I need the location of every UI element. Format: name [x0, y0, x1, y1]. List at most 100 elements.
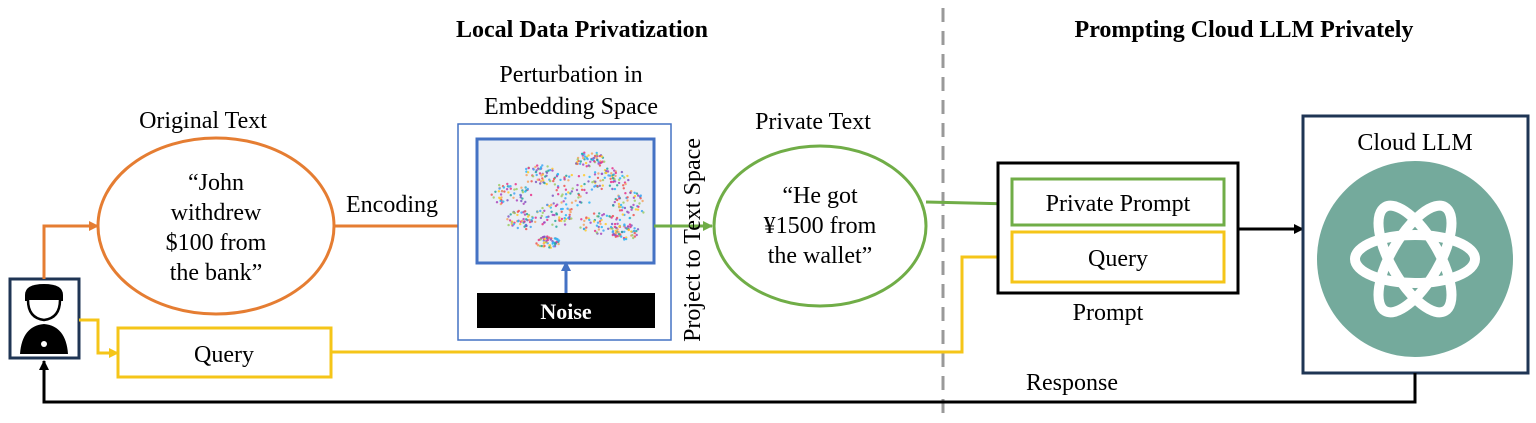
scatter-point	[512, 211, 515, 214]
scatter-point	[534, 165, 537, 169]
scatter-point	[611, 227, 614, 230]
cloud-llm-title: Cloud LLM	[1357, 130, 1472, 156]
scatter-point	[610, 222, 614, 226]
scatter-point	[519, 196, 522, 199]
scatter-point	[633, 231, 636, 235]
scatter-point	[632, 229, 636, 233]
scatter-point	[614, 171, 617, 175]
scatter-point	[613, 187, 617, 191]
scatter-point	[615, 218, 618, 221]
scatter-point	[543, 237, 546, 241]
scatter-point	[623, 230, 626, 233]
scatter-point	[536, 178, 539, 181]
scatter-point	[576, 204, 579, 207]
scatter-point	[543, 244, 546, 248]
scatter-point	[626, 225, 630, 228]
scatter-point	[642, 211, 645, 214]
scatter-point	[565, 174, 568, 177]
scatter-point	[629, 191, 632, 194]
scatter-point	[528, 220, 532, 224]
scatter-point	[554, 204, 558, 208]
scatter-point	[591, 181, 594, 184]
scatter-point	[506, 182, 509, 186]
scatter-point	[563, 217, 566, 220]
scatter-point	[593, 173, 597, 176]
scatter-point	[583, 151, 586, 154]
scatter-point	[583, 155, 587, 158]
encoding-label: Encoding	[346, 192, 438, 218]
scatter-point	[585, 226, 588, 229]
scatter-point	[574, 199, 577, 202]
scatter-point	[536, 210, 539, 213]
scatter-point	[614, 235, 617, 238]
scatter-point	[600, 161, 603, 164]
scatter-point	[599, 222, 602, 226]
scatter-point	[635, 233, 638, 237]
scatter-point	[541, 223, 544, 226]
scatter-point	[584, 229, 587, 232]
scatter-point	[586, 157, 589, 161]
scatter-point	[583, 227, 586, 231]
scatter-point	[601, 178, 605, 182]
scatter-point	[531, 175, 535, 178]
scatter-point	[567, 179, 570, 182]
scatter-point	[616, 222, 619, 225]
scatter-point	[520, 186, 523, 189]
scatter-point	[623, 238, 626, 241]
scatter-point	[498, 187, 501, 190]
scatter-point	[576, 158, 579, 161]
original-text-line: the bank”	[170, 260, 263, 286]
scatter-point	[599, 179, 602, 182]
scatter-point	[621, 206, 624, 209]
scatter-point	[577, 196, 580, 199]
scatter-point	[560, 210, 563, 213]
scatter-point	[585, 165, 588, 168]
noise-label: Noise	[540, 299, 592, 324]
scatter-point	[607, 174, 610, 177]
scatter-point	[492, 196, 495, 199]
scatter-point	[495, 201, 499, 204]
scatter-point	[568, 175, 571, 178]
embedding-scatter	[490, 151, 645, 249]
scatter-point	[556, 239, 559, 242]
scatter-point	[585, 191, 588, 195]
scatter-point	[525, 167, 528, 171]
scatter-point	[597, 228, 601, 231]
scatter-point	[563, 177, 566, 181]
scatter-point	[524, 210, 527, 213]
scatter-point	[602, 229, 605, 232]
scatter-point	[594, 180, 597, 183]
scatter-point	[613, 222, 617, 226]
original-text-content: “John withdrew $100 from the bank”	[166, 170, 267, 286]
scatter-point	[626, 199, 629, 202]
scatter-point	[617, 202, 621, 206]
scatter-point	[553, 213, 556, 217]
scatter-point	[598, 154, 602, 158]
scatter-point	[545, 171, 549, 174]
scatter-point	[548, 246, 551, 249]
scatter-point	[555, 213, 559, 216]
scatter-point	[580, 188, 584, 191]
scatter-point	[633, 195, 637, 198]
scatter-point	[595, 156, 598, 160]
scatter-point	[625, 227, 628, 230]
scatter-point	[613, 200, 616, 204]
scatter-point	[500, 189, 504, 193]
scatter-point	[523, 225, 526, 228]
scatter-point	[583, 188, 586, 192]
scatter-point	[584, 161, 588, 165]
scatter-point	[552, 179, 555, 183]
scatter-point	[503, 190, 506, 193]
scatter-point	[564, 188, 568, 191]
scatter-point	[521, 191, 525, 194]
scatter-point	[522, 202, 525, 205]
project-to-text-label: Project to Text Space	[680, 138, 706, 342]
scatter-point	[582, 223, 585, 226]
scatter-point	[588, 175, 591, 179]
scatter-point	[555, 225, 558, 228]
scatter-point	[545, 216, 548, 219]
scatter-point	[589, 221, 592, 224]
scatter-point	[509, 187, 512, 190]
scatter-point	[513, 188, 516, 191]
scatter-point	[548, 205, 551, 208]
